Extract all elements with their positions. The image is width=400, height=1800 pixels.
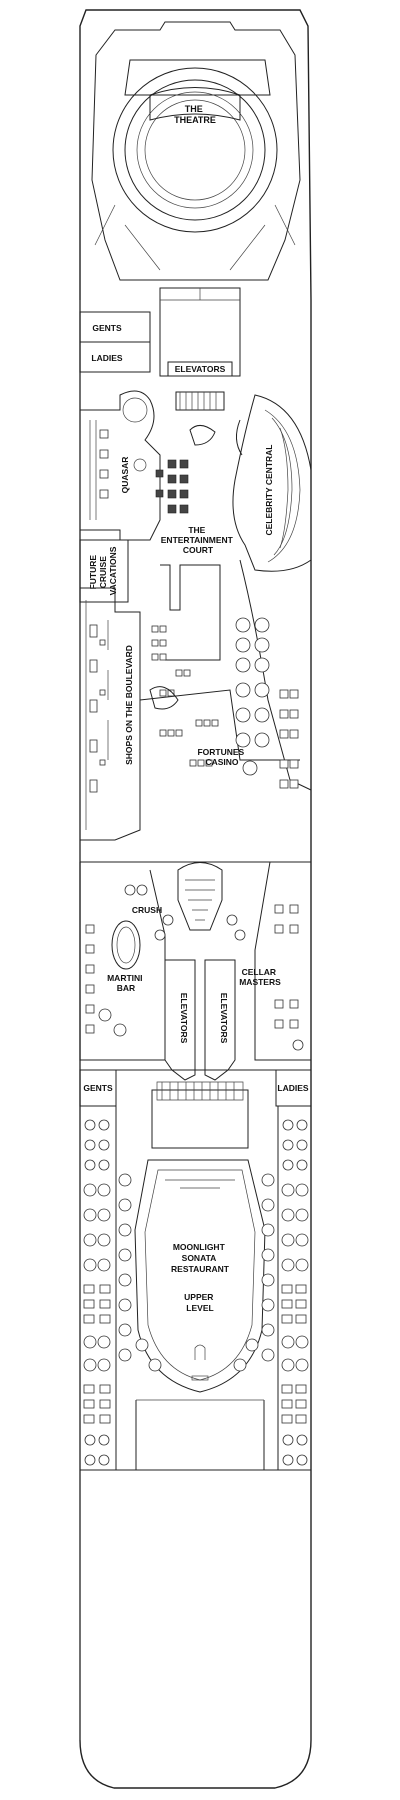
celebrity-central-area: CELEBRITY CENTRAL (232, 394, 312, 572)
restaurant-tables-left (83, 1119, 162, 1466)
mid-restrooms: GENTS LADIES (79, 1069, 312, 1149)
elevators-right-label: ELEVATORS (219, 993, 229, 1044)
entertainment-court-label: THE ENTERTAINMENT COURT (161, 525, 235, 555)
moonlight-sonata-label: MOONLIGHT SONATA RESTAURANT (171, 1242, 230, 1274)
shops-area: SHOPS ON THE BOULEVARD (80, 587, 141, 841)
upper-level-line1: UPPER (184, 1292, 213, 1302)
future-cruise-line2: CRUISE (98, 556, 108, 588)
hull-outline (79, 9, 312, 1789)
theatre-label-line1: THE (185, 104, 203, 114)
lounge-furniture (155, 459, 189, 514)
aft-deck (80, 1399, 311, 1471)
theatre-area: THE THEATRE (91, 21, 301, 281)
theatre-label: THE THEATRE (174, 104, 216, 125)
restaurant-area: MOONLIGHT SONATA RESTAURANT UPPER LEVEL (83, 1106, 309, 1471)
slot-machines (151, 625, 219, 767)
future-cruise-area: FUTURE CRUISE VACATIONS (79, 539, 129, 603)
martini-bar-line1: MARTINI (107, 973, 142, 983)
restaurant-tables-right (233, 1119, 309, 1466)
quasar-area: QUASAR (80, 390, 161, 541)
cellar-masters-line2: MASTERS (239, 977, 281, 987)
quasar-label: QUASAR (120, 457, 130, 494)
celebrity-central-label: CELEBRITY CENTRAL (264, 445, 274, 536)
gents-mid-label: GENTS (83, 1083, 113, 1093)
shops-label: SHOPS ON THE BOULEVARD (124, 645, 134, 765)
elevators-left-label: ELEVATORS (179, 993, 189, 1044)
fortunes-casino-line1: FORTUNES (197, 747, 244, 757)
crush-label: CRUSH (132, 905, 162, 915)
central-staircase (154, 862, 246, 941)
fortunes-casino-line2: CASINO (205, 757, 238, 767)
ladies-mid-label: LADIES (277, 1083, 309, 1093)
cellar-masters-line1: CELLAR (242, 967, 276, 977)
upper-level-label: UPPER LEVEL (184, 1292, 216, 1313)
moonlight-sonata-line2: SONATA (182, 1253, 216, 1263)
theatre-label-line2: THEATRE (174, 115, 216, 125)
entertainment-court-line3: COURT (183, 545, 214, 555)
upper-level-line2: LEVEL (186, 1303, 213, 1313)
ladies-top-label: LADIES (91, 353, 123, 363)
fortunes-casino-label: FORTUNES CASINO (197, 747, 246, 767)
mid-elevators: ELEVATORS ELEVATORS (164, 959, 236, 1081)
future-cruise-line3: VACATIONS (108, 546, 118, 595)
mid-lounges: CRUSH MARTINI BAR CELLAR MASTERS (79, 861, 311, 1061)
moonlight-sonata-line3: RESTAURANT (171, 1264, 230, 1274)
future-cruise-line1: FUTURE (88, 555, 98, 590)
martini-bar-line2: BAR (117, 983, 135, 993)
gents-top-label: GENTS (92, 323, 122, 333)
casino-area: FORTUNES CASINO (139, 559, 312, 791)
entertainment-court: THE ENTERTAINMENT COURT (160, 525, 235, 661)
future-cruise-label: FUTURE CRUISE VACATIONS (88, 546, 118, 595)
moonlight-sonata-line1: MOONLIGHT (173, 1242, 226, 1252)
cellar-masters-label: CELLAR MASTERS (239, 967, 281, 987)
entertainment-court-line2: ENTERTAINMENT (161, 535, 234, 545)
upper-elevator-lobby: ELEVATORS (159, 287, 241, 446)
elevators-top-label: ELEVATORS (175, 364, 226, 374)
upper-restrooms: GENTS LADIES (79, 311, 151, 373)
gaming-tables (235, 617, 299, 789)
entertainment-court-line1: THE (188, 525, 205, 535)
martini-bar-label: MARTINI BAR (107, 973, 145, 993)
